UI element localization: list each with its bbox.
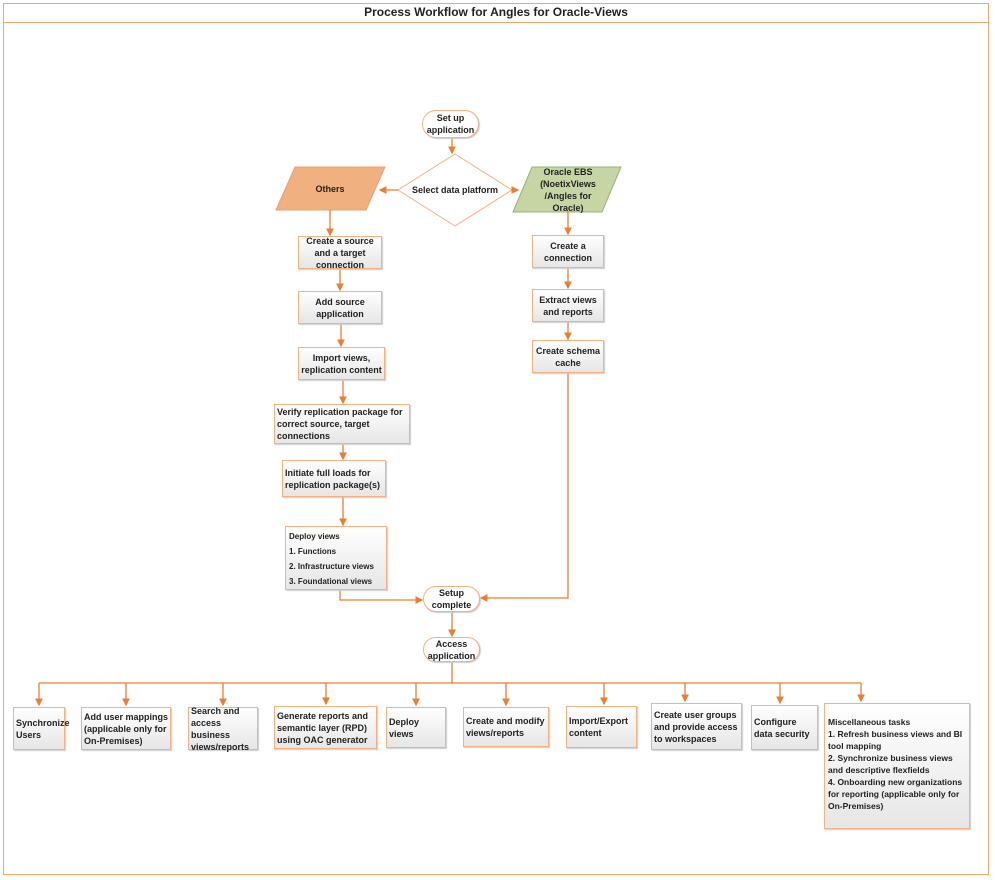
misc-item: 2. Synchronize business views and descri… xyxy=(828,753,953,775)
diagram-frame xyxy=(3,3,989,875)
edge xyxy=(479,373,569,602)
initiate-full-loads-node: Initiate full loads for replication pack… xyxy=(282,460,386,497)
misc-item: 1. Refresh business views and BI tool ma… xyxy=(828,729,963,751)
task-miscellaneous: Miscellaneous tasks 1. Refresh business … xyxy=(824,703,970,829)
verify-replication-package-node: Verify replication package for correct s… xyxy=(274,404,410,444)
diagram-title: Process Workflow for Angles for Oracle-V… xyxy=(3,3,989,23)
extract-views-reports-node: Extract views and reports xyxy=(532,289,604,322)
oracle-parallelogram xyxy=(512,166,622,213)
misc-title: Miscellaneous tasks xyxy=(828,717,911,727)
decision-diamond xyxy=(397,153,513,227)
task-create-user-groups: Create user groups and provide access to… xyxy=(651,703,742,750)
deploy-views-title: Deploy views xyxy=(289,532,340,541)
create-connection-node: Create a connection xyxy=(532,235,604,268)
deploy-views-item: 2. Infrastructure views xyxy=(289,562,374,571)
oracle-ebs-node: Oracle EBS (NoetixViews /Angles for Orac… xyxy=(540,166,596,213)
misc-item: 4. Onboarding new organizations for repo… xyxy=(828,777,963,811)
add-source-application-node: Add source application xyxy=(298,291,382,324)
others-parallelogram xyxy=(275,166,386,211)
create-source-target-connection-node: Create a source and a target connection xyxy=(298,236,382,270)
select-data-platform-decision: Select data platform xyxy=(411,185,499,195)
task-search-access-views: Search and access business views/reports xyxy=(188,706,258,752)
edge xyxy=(339,590,424,604)
task-synchronize-users: Synchronize Users xyxy=(13,707,70,750)
create-schema-cache-node: Create schema cache xyxy=(532,340,604,373)
task-deploy-views: Deploy views xyxy=(386,707,446,748)
task-create-modify-views: Create and modify views/reports xyxy=(463,707,549,747)
task-configure-data-security: Configure data security xyxy=(751,705,818,750)
deploy-views-item: 1. Functions xyxy=(289,547,337,556)
import-views-node: Import views, replication content xyxy=(298,347,385,380)
setup-application-node: Set up application xyxy=(422,110,479,138)
setup-complete-node: Setup complete xyxy=(423,586,480,612)
task-add-user-mappings: Add user mappings (applicable only for O… xyxy=(81,707,171,750)
others-node: Others xyxy=(315,184,345,194)
task-generate-reports: Generate reports and semantic layer (RPD… xyxy=(274,706,377,749)
access-application-node: Access application xyxy=(423,637,480,662)
deploy-views-item: 3. Foundational views xyxy=(289,577,373,586)
deploy-views-node: Deploy views 1. Functions 2. Infrastruct… xyxy=(285,526,387,590)
task-import-export: Import/Export content xyxy=(566,706,637,748)
